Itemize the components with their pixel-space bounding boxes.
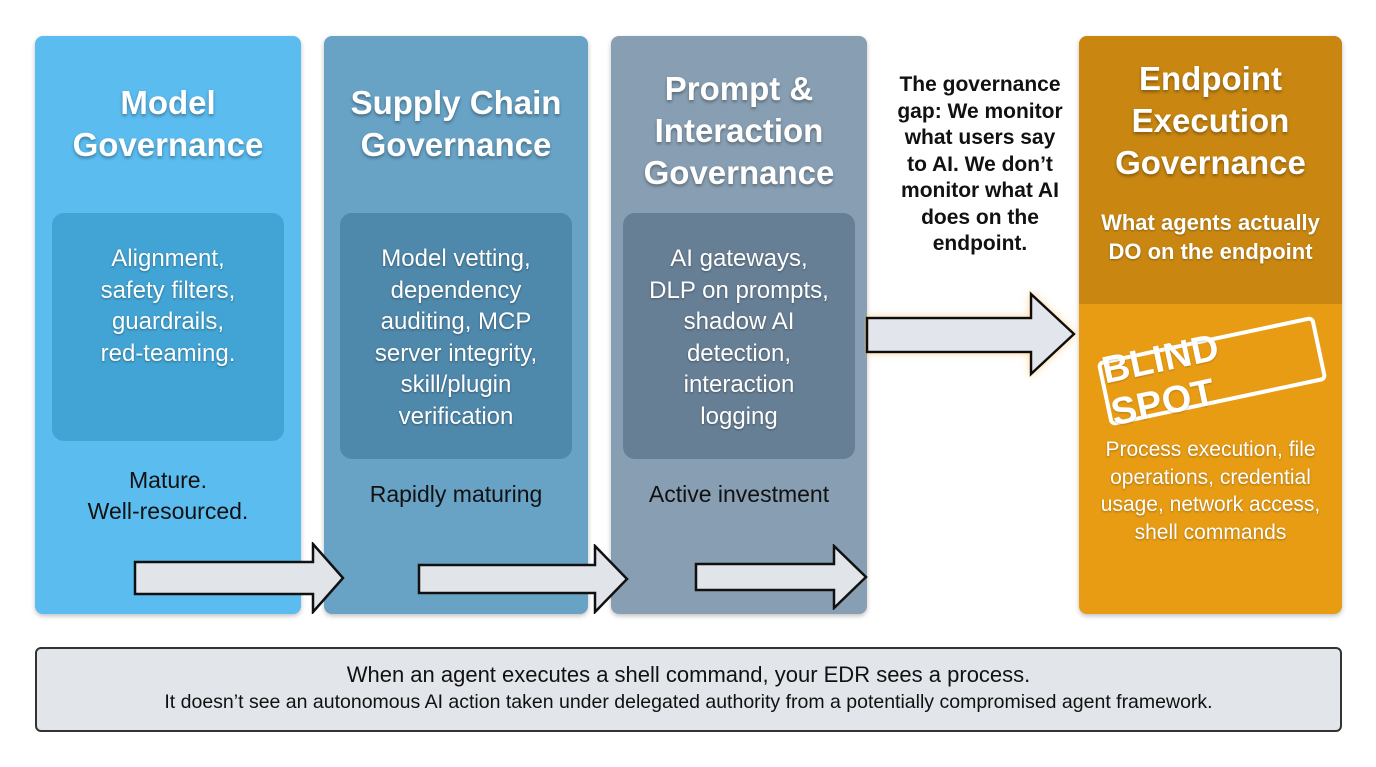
endpoint-header <box>1079 36 1342 304</box>
detail-line: server integrity, <box>374 339 538 367</box>
callout-line: The governance <box>899 73 1061 96</box>
callout-line: endpoint. <box>932 232 1028 255</box>
title-line: Endpoint <box>1139 60 1282 97</box>
detail-line: DLP on prompts, <box>649 276 829 304</box>
title-line: Execution <box>1131 102 1290 139</box>
callout-line: gap: We monitor <box>897 99 1063 123</box>
detail-line: red-teaming. <box>100 339 236 367</box>
footer-line-2: It doesn’t see an autonomous AI action t… <box>164 691 1213 713</box>
details-box: AI gateways, DLP on prompts, shadow AI d… <box>623 213 855 459</box>
details-box: Alignment, safety filters, guardrails, r… <box>52 213 284 441</box>
subtitle-line: DO on the endpoint <box>1108 239 1313 264</box>
callout-line: monitor what AI <box>901 179 1059 202</box>
flow-arrow-icon <box>133 542 345 614</box>
detail-line: Alignment, <box>111 245 225 272</box>
detail-line: safety filters, <box>100 276 236 304</box>
prompt-interaction-governance-column: Prompt & Interaction Governance AI gatew… <box>611 36 867 614</box>
status-line: Rapidly maturing <box>369 481 543 507</box>
callout-line: what users say <box>904 126 1056 149</box>
maturity-status: Rapidly maturing <box>324 479 588 510</box>
detail-line: verification <box>398 402 514 430</box>
column-title: Model Governance <box>35 82 301 166</box>
title-line: Governance <box>360 126 552 163</box>
flow-arrow-icon <box>417 544 629 614</box>
status-line: Well-resourced. <box>87 498 249 524</box>
detail-line: shadow AI <box>683 308 795 335</box>
footer-banner: When an agent executes a shell command, … <box>35 647 1342 732</box>
detail-line: Model vetting, <box>381 245 531 272</box>
endpoint-execution-governance-column: Endpoint Execution Governance What agent… <box>1079 36 1342 614</box>
endpoint-details: Process execution, file operations, cred… <box>1079 436 1342 546</box>
title-line: Governance <box>643 154 835 191</box>
detail-line: AI gateways, <box>670 245 808 272</box>
governance-gap-callout: The governance gap: We monitor what user… <box>882 72 1078 258</box>
title-line: Model <box>120 84 216 121</box>
title-line: Prompt & <box>664 70 814 107</box>
detail-line: operations, credential <box>1110 465 1311 489</box>
subtitle-line: What agents actually <box>1101 210 1320 235</box>
status-line: Active investment <box>648 481 830 507</box>
detail-line: guardrails, <box>111 308 225 335</box>
column-title: Prompt & Interaction Governance <box>611 68 867 194</box>
flow-arrow-icon <box>694 544 868 610</box>
detail-line: Process execution, file <box>1105 438 1316 461</box>
maturity-status: Mature. Well-resourced. <box>35 465 301 527</box>
model-governance-column: Model Governance Alignment, safety filte… <box>35 36 301 614</box>
detail-line: skill/plugin <box>400 371 512 398</box>
blind-spot-stamp: BLIND SPOT <box>1096 315 1328 434</box>
supply-chain-governance-column: Supply Chain Governance Model vetting, d… <box>324 36 588 614</box>
footer-line-1: When an agent executes a shell command, … <box>346 662 1031 687</box>
title-line: Governance <box>1115 144 1306 181</box>
detail-line: auditing, MCP <box>380 308 532 335</box>
title-line: Governance <box>72 126 264 163</box>
detail-line: usage, network access, <box>1100 493 1321 516</box>
gap-arrow-icon <box>865 291 1076 377</box>
endpoint-subtitle: What agents actually DO on the endpoint <box>1079 208 1342 266</box>
detail-line: logging <box>700 402 778 430</box>
detail-line: dependency <box>390 276 522 304</box>
callout-line: does on the <box>921 205 1039 229</box>
callout-line: to AI. We don’t <box>907 152 1053 176</box>
detail-line: detection, <box>686 339 792 367</box>
column-title: Supply Chain Governance <box>324 82 588 166</box>
detail-line: interaction <box>683 371 795 398</box>
status-line: Mature. <box>129 467 207 493</box>
title-line: Supply Chain <box>350 84 562 121</box>
column-title: Endpoint Execution Governance <box>1079 58 1342 184</box>
maturity-status: Active investment <box>611 479 867 510</box>
details-box: Model vetting, dependency auditing, MCP … <box>340 213 572 459</box>
title-line: Interaction <box>654 112 824 149</box>
detail-line: shell commands <box>1134 520 1287 544</box>
